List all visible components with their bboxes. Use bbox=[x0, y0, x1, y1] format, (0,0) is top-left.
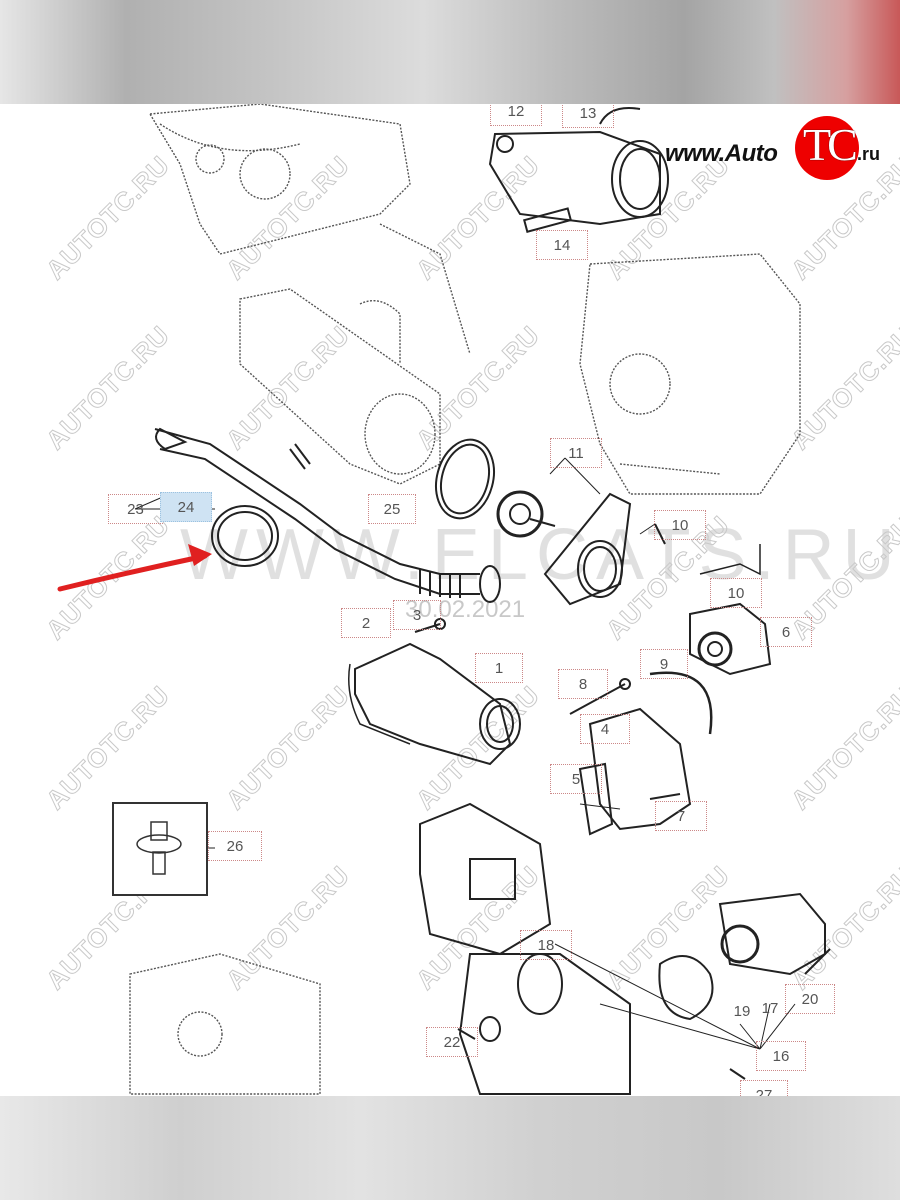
callout-26[interactable]: 26 bbox=[208, 831, 262, 861]
callout-8[interactable]: 8 bbox=[558, 669, 608, 699]
callout-27[interactable]: 27 bbox=[740, 1080, 788, 1096]
part-6-housing bbox=[689, 602, 772, 676]
callout-7[interactable]: 7 bbox=[655, 801, 707, 831]
callout-25[interactable]: 25 bbox=[368, 494, 416, 524]
thermostat bbox=[496, 490, 544, 538]
intake-manifold bbox=[239, 288, 441, 485]
callout-23[interactable]: 23 bbox=[108, 494, 163, 524]
engine-block-top-left bbox=[148, 104, 411, 255]
part-24-gasket bbox=[211, 505, 279, 567]
callout-10-upper[interactable]: 10 bbox=[654, 510, 706, 540]
callout-14[interactable]: 14 bbox=[536, 230, 588, 260]
thermostat-body-lower bbox=[419, 802, 552, 956]
part-11-housing bbox=[543, 492, 632, 606]
callout-24-highlighted[interactable]: 24 bbox=[160, 492, 212, 522]
callout-13[interactable]: 13 bbox=[562, 104, 614, 128]
callout-2[interactable]: 2 bbox=[341, 608, 391, 638]
bottom-blur-bar bbox=[0, 1096, 900, 1200]
parts-diagram: WWW.ELCATS.RU 30.02.2021 AUTOTC.RU AUTOT… bbox=[0, 104, 900, 1096]
callout-1[interactable]: 1 bbox=[475, 653, 523, 683]
callout-11[interactable]: 11 bbox=[550, 438, 602, 468]
callout-16[interactable]: 16 bbox=[756, 1041, 806, 1071]
part-19-gasket bbox=[658, 955, 714, 1021]
callout-20[interactable]: 20 bbox=[785, 984, 835, 1014]
exploded-view-drawing bbox=[57, 104, 831, 1095]
logo-red-circle bbox=[795, 116, 859, 180]
engine-block-bottom-left bbox=[129, 953, 321, 1095]
callout-10-lower[interactable]: 10 bbox=[710, 578, 762, 608]
callout-22[interactable]: 22 bbox=[426, 1027, 478, 1057]
callout-3[interactable]: 3 bbox=[393, 600, 441, 630]
part-26-inset-box bbox=[112, 802, 208, 896]
callout-9[interactable]: 9 bbox=[640, 649, 688, 679]
callout-19[interactable]: 19 bbox=[733, 1003, 751, 1020]
part-1-housing bbox=[354, 642, 512, 766]
callout-12[interactable]: 12 bbox=[490, 104, 542, 126]
callout-17[interactable]: 17 bbox=[761, 1000, 779, 1017]
egr-valve-assembly bbox=[458, 953, 631, 1095]
part-9-seal bbox=[649, 671, 713, 735]
bolt-icon bbox=[136, 821, 182, 875]
top-blur-bar bbox=[0, 0, 900, 104]
callout-5[interactable]: 5 bbox=[550, 764, 602, 794]
o-ring bbox=[435, 438, 495, 520]
part-4-housing bbox=[588, 707, 692, 831]
logo-suffix: .ru bbox=[857, 144, 881, 164]
engine-block-right bbox=[579, 253, 801, 495]
autotc-logo[interactable]: www.Auto TC .ru bbox=[665, 112, 895, 180]
callout-18[interactable]: 18 bbox=[520, 930, 572, 960]
callout-4[interactable]: 4 bbox=[580, 714, 630, 744]
red-arrow-annotation bbox=[57, 544, 212, 592]
part-12-housing bbox=[488, 130, 661, 226]
logo-prefix: www.Auto bbox=[665, 140, 778, 167]
callout-6[interactable]: 6 bbox=[760, 617, 812, 647]
part-5-gasket bbox=[578, 762, 614, 836]
logo-mark: TC bbox=[803, 119, 858, 170]
